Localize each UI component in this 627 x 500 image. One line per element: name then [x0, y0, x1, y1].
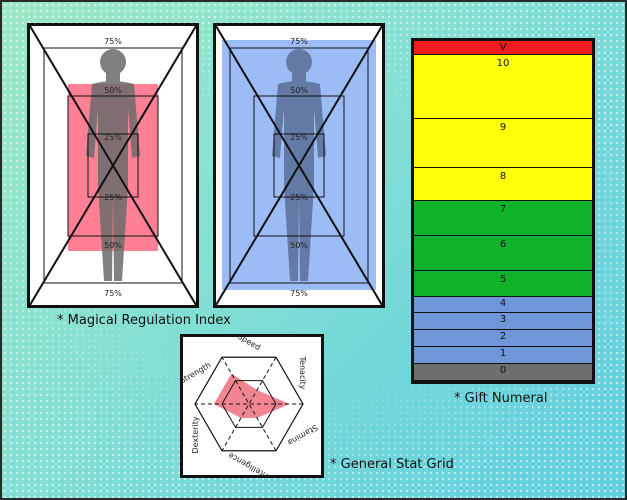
pct-label-bottom-25: 25% [104, 193, 122, 202]
pct-label-bottom-50: 50% [290, 241, 308, 250]
gift-row-label: 7 [499, 204, 507, 215]
regulation-caption: * Magical Regulation Index [57, 313, 231, 328]
stat-axis-label-dexterity: Dexterity [191, 416, 200, 453]
pct-label-bottom-25: 25% [290, 193, 308, 202]
pct-label-bottom-50: 50% [104, 241, 122, 250]
pct-label-top-75: 75% [290, 37, 308, 46]
stat-axis-label-stamina: Stamina [286, 423, 319, 447]
gift-row-label: 6 [499, 239, 507, 250]
gift-row-label: 9 [499, 122, 507, 133]
stat-axis-label-tenacity: Tenacity [298, 356, 307, 390]
gift-row-V: V [414, 41, 592, 55]
gift-row-1: 1 [414, 347, 592, 364]
pct-label-top-75: 75% [104, 37, 122, 46]
body-silhouette [86, 49, 140, 281]
pct-label-top-25: 25% [104, 133, 122, 142]
gift-row-label: V [499, 42, 507, 53]
regulation-diagram-right: 75% 50% 25% 25% 50% 75% [216, 26, 382, 305]
gift-row-4: 4 [414, 297, 592, 313]
gift-row-label: 5 [499, 274, 507, 285]
stat-axis-label-speed: Speed [236, 337, 262, 352]
regulation-diagram-left: 75% 50% 25% 25% 50% 75% [30, 26, 196, 305]
gift-row-0: 0 [414, 364, 592, 381]
regulation-panel-left: 75% 50% 25% 25% 50% 75% [27, 23, 199, 308]
gift-row-label: 4 [499, 298, 507, 309]
gift-caption: * Gift Numeral [454, 391, 548, 406]
gift-row-10: 10 [414, 55, 592, 119]
pct-label-top-50: 50% [104, 86, 122, 95]
body-silhouette [272, 49, 326, 281]
gift-row-7: 7 [414, 201, 592, 236]
gift-row-label: 0 [499, 365, 507, 376]
gift-row-label: 10 [496, 58, 510, 69]
pct-label-top-25: 25% [290, 133, 308, 142]
pct-label-top-50: 50% [290, 86, 308, 95]
gift-row-9: 9 [414, 119, 592, 168]
pct-label-bottom-75: 75% [104, 289, 122, 298]
gift-row-label: 1 [499, 348, 507, 359]
gift-row-label: 2 [499, 331, 507, 342]
regulation-boxes [216, 26, 382, 305]
gift-row-5: 5 [414, 271, 592, 297]
gift-row-6: 6 [414, 236, 592, 271]
pct-label-bottom-75: 75% [290, 289, 308, 298]
gift-row-2: 2 [414, 330, 592, 347]
stat-inner-hexagon [221, 380, 277, 428]
stat-axis-label-intelligence: Intelligence [227, 450, 272, 475]
gift-row-label: 8 [499, 171, 507, 182]
gift-row-label: 3 [499, 314, 507, 325]
stat-caption: * General Stat Grid [330, 457, 454, 472]
gift-row-8: 8 [414, 168, 592, 201]
regulation-panel-right: 75% 50% 25% 25% 50% 75% [213, 23, 385, 308]
regulation-boxes [30, 26, 196, 305]
gift-row-3: 3 [414, 313, 592, 330]
